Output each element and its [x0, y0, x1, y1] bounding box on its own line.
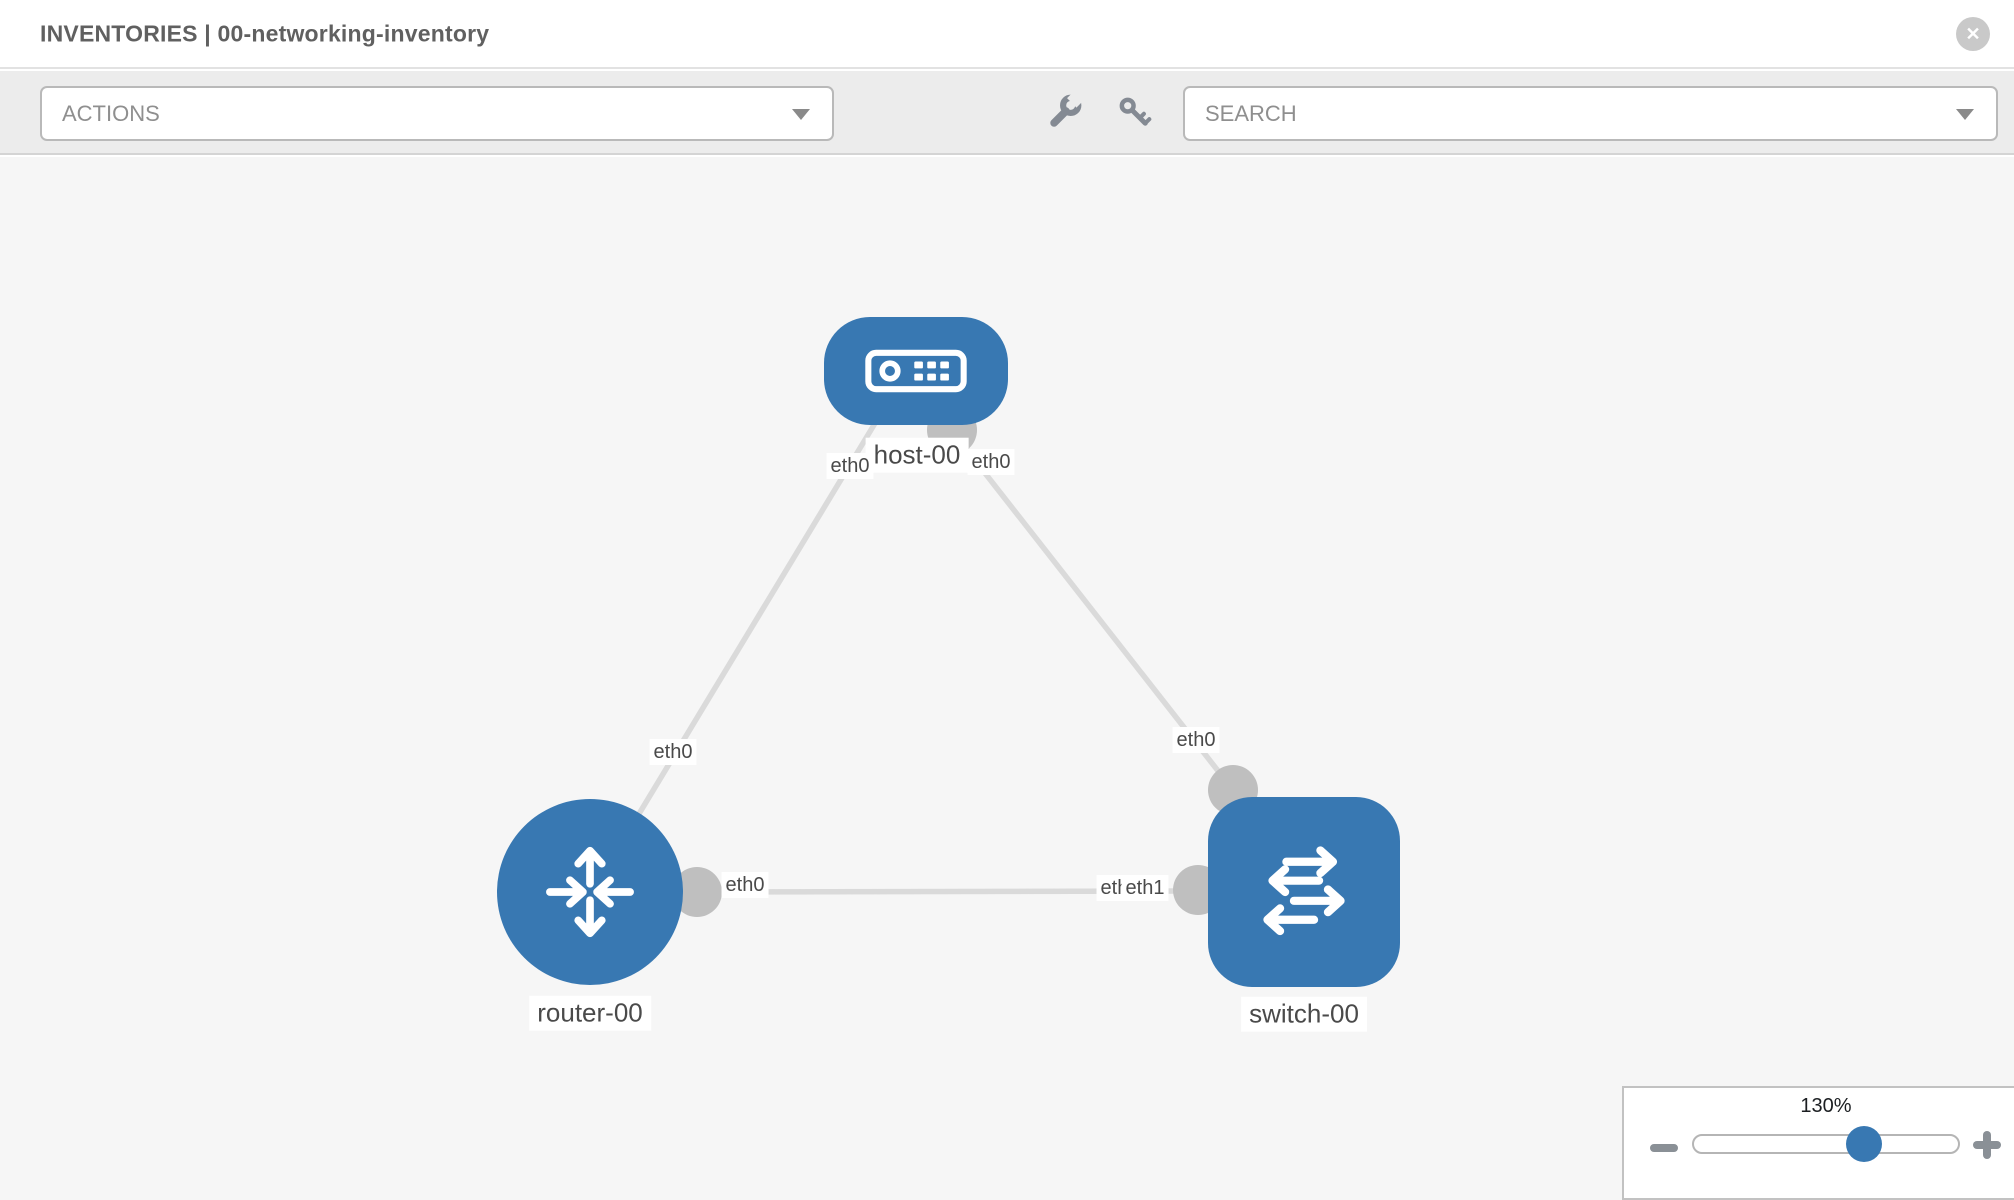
node-router-00[interactable]	[497, 799, 683, 985]
toolbar: ACTIONS SEARCH	[0, 71, 2014, 155]
zoom-slider-track[interactable]	[1692, 1126, 1960, 1162]
link-host-00_router-00[interactable]	[622, 413, 883, 839]
router-icon	[546, 846, 634, 938]
zoom-in-button[interactable]	[1970, 1128, 2004, 1162]
plus-icon	[1983, 1131, 1991, 1159]
zoom-out-button[interactable]	[1648, 1132, 1680, 1156]
node-label-host-00: host-00	[865, 437, 969, 473]
node-switch-00[interactable]	[1208, 797, 1400, 987]
wrench-icon[interactable]	[1044, 90, 1086, 133]
interface-label: eth1	[1121, 875, 1169, 901]
search-dropdown[interactable]: SEARCH	[1183, 86, 1998, 141]
header: INVENTORIES | 00-networking-inventory ✕	[0, 0, 2014, 69]
minus-icon	[1650, 1144, 1678, 1152]
actions-dropdown[interactable]: ACTIONS	[40, 86, 834, 141]
chevron-down-icon	[1956, 108, 1974, 120]
search-dropdown-label: SEARCH	[1205, 100, 1297, 126]
zoom-level-label: 130%	[1800, 1095, 1852, 1117]
interface-label: eth0	[721, 872, 769, 898]
interface-label: eth0	[649, 739, 697, 765]
switch-icon	[1263, 846, 1345, 936]
zoom-slider-handle[interactable]	[1846, 1126, 1882, 1162]
topology-canvas[interactable]: host-00 router-00 switch-00 eth0 eth0 eth0 eth…	[0, 157, 2014, 1200]
interface-label: eth0	[967, 449, 1015, 475]
close-button[interactable]: ✕	[1956, 17, 1990, 51]
node-host-00[interactable]	[824, 317, 1008, 425]
close-icon: ✕	[1965, 24, 1981, 44]
actions-dropdown-label: ACTIONS	[62, 100, 160, 126]
host-icon	[865, 349, 967, 393]
topology-links-layer	[622, 413, 1236, 895]
page-title: INVENTORIES | 00-networking-inventory	[40, 20, 490, 46]
node-label-router-00: router-00	[529, 995, 651, 1031]
interface-label: eth0	[1172, 727, 1220, 753]
zoom-panel: 130%	[1622, 1086, 2014, 1200]
key-icon[interactable]	[1114, 92, 1154, 132]
chevron-down-icon	[792, 108, 810, 120]
node-label-switch-00: switch-00	[1241, 996, 1367, 1032]
interface-label: eth0	[826, 453, 874, 479]
